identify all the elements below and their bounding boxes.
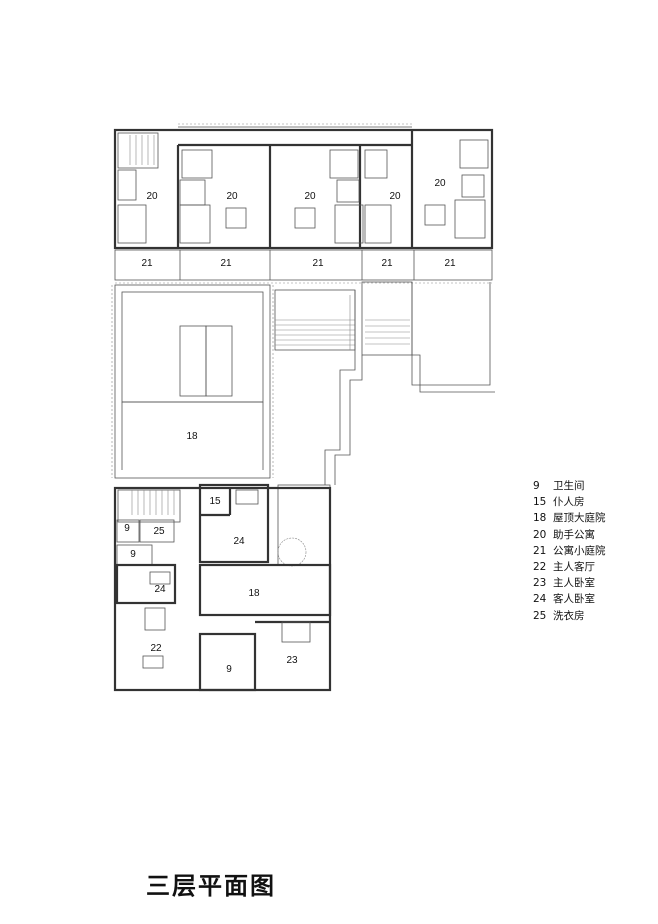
room-label-master-bedroom: 23 (286, 655, 298, 666)
room-label-apartment-yard: 21 (141, 258, 153, 269)
legend-number: 20 (533, 528, 547, 541)
legend-label: 仆人房 (553, 496, 585, 509)
legend-label: 主人卧室 (553, 577, 595, 590)
legend-number: 22 (533, 561, 547, 574)
legend-number: 24 (533, 593, 547, 606)
legend-label: 屋顶大庭院 (553, 512, 606, 525)
legend-number: 15 (533, 496, 547, 509)
room-label-guest-bedroom: 24 (233, 536, 245, 547)
legend-number: 9 (533, 480, 540, 492)
legend-item: 21 公寓小庭院 (533, 543, 606, 559)
room-label-assistant-apartment: 20 (146, 191, 158, 202)
legend-item: 20 助手公寓 (533, 527, 606, 543)
legend-item: 22 主人客厅 (533, 559, 606, 575)
roof-courtyard (111, 284, 274, 479)
legend-label: 卫生间 (553, 480, 585, 492)
legend-label: 助手公寓 (553, 528, 595, 541)
legend-label: 主人客厅 (553, 561, 595, 574)
room-labels: 20 20 20 20 20 21 21 21 21 21 18 15 24 9… (124, 178, 456, 675)
terraces (274, 281, 495, 567)
legend-number: 21 (533, 544, 547, 557)
room-label-guest-bedroom: 24 (154, 584, 166, 595)
room-label-assistant-apartment: 20 (389, 191, 401, 202)
yard-row (114, 249, 493, 284)
legend-item: 25 洗衣房 (533, 608, 606, 624)
legend-number: 18 (533, 512, 547, 525)
apartment-block (113, 123, 494, 250)
legend-item: 15 仆人房 (533, 494, 606, 510)
legend-label: 洗衣房 (553, 609, 585, 622)
room-label-roof-courtyard: 18 (186, 431, 198, 442)
room-label-bathroom: 9 (226, 664, 232, 675)
drawing-title: 三层平面图 (146, 872, 276, 900)
legend: 9 卫生间 15 仆人房 18 屋顶大庭院 20 助手公寓 21 公寓小庭院 22 主人客厅… (533, 478, 606, 624)
room-label-assistant-apartment: 20 (434, 178, 446, 189)
legend-item: 9 卫生间 (533, 478, 606, 494)
legend-number: 23 (533, 577, 547, 590)
room-label-servant-room: 15 (209, 496, 221, 507)
master-block (113, 483, 332, 692)
room-label-assistant-apartment: 20 (226, 191, 238, 202)
room-label-master-living: 22 (150, 643, 162, 654)
room-label-laundry: 25 (153, 526, 165, 537)
legend-label: 客人卧室 (553, 593, 595, 606)
room-label-assistant-apartment: 20 (304, 191, 316, 202)
room-label-apartment-yard: 21 (444, 258, 456, 269)
room-label-apartment-yard: 21 (220, 258, 232, 269)
room-label-apartment-yard: 21 (312, 258, 324, 269)
legend-item: 18 屋顶大庭院 (533, 510, 606, 526)
legend-item: 23 主人卧室 (533, 575, 606, 591)
legend-label: 公寓小庭院 (553, 544, 606, 557)
room-label-roof-courtyard: 18 (248, 588, 260, 599)
legend-item: 24 客人卧室 (533, 591, 606, 607)
room-label-apartment-yard: 21 (381, 258, 393, 269)
legend-number: 25 (533, 609, 547, 622)
room-label-bathroom: 9 (124, 523, 130, 534)
room-label-bathroom: 9 (130, 549, 136, 560)
